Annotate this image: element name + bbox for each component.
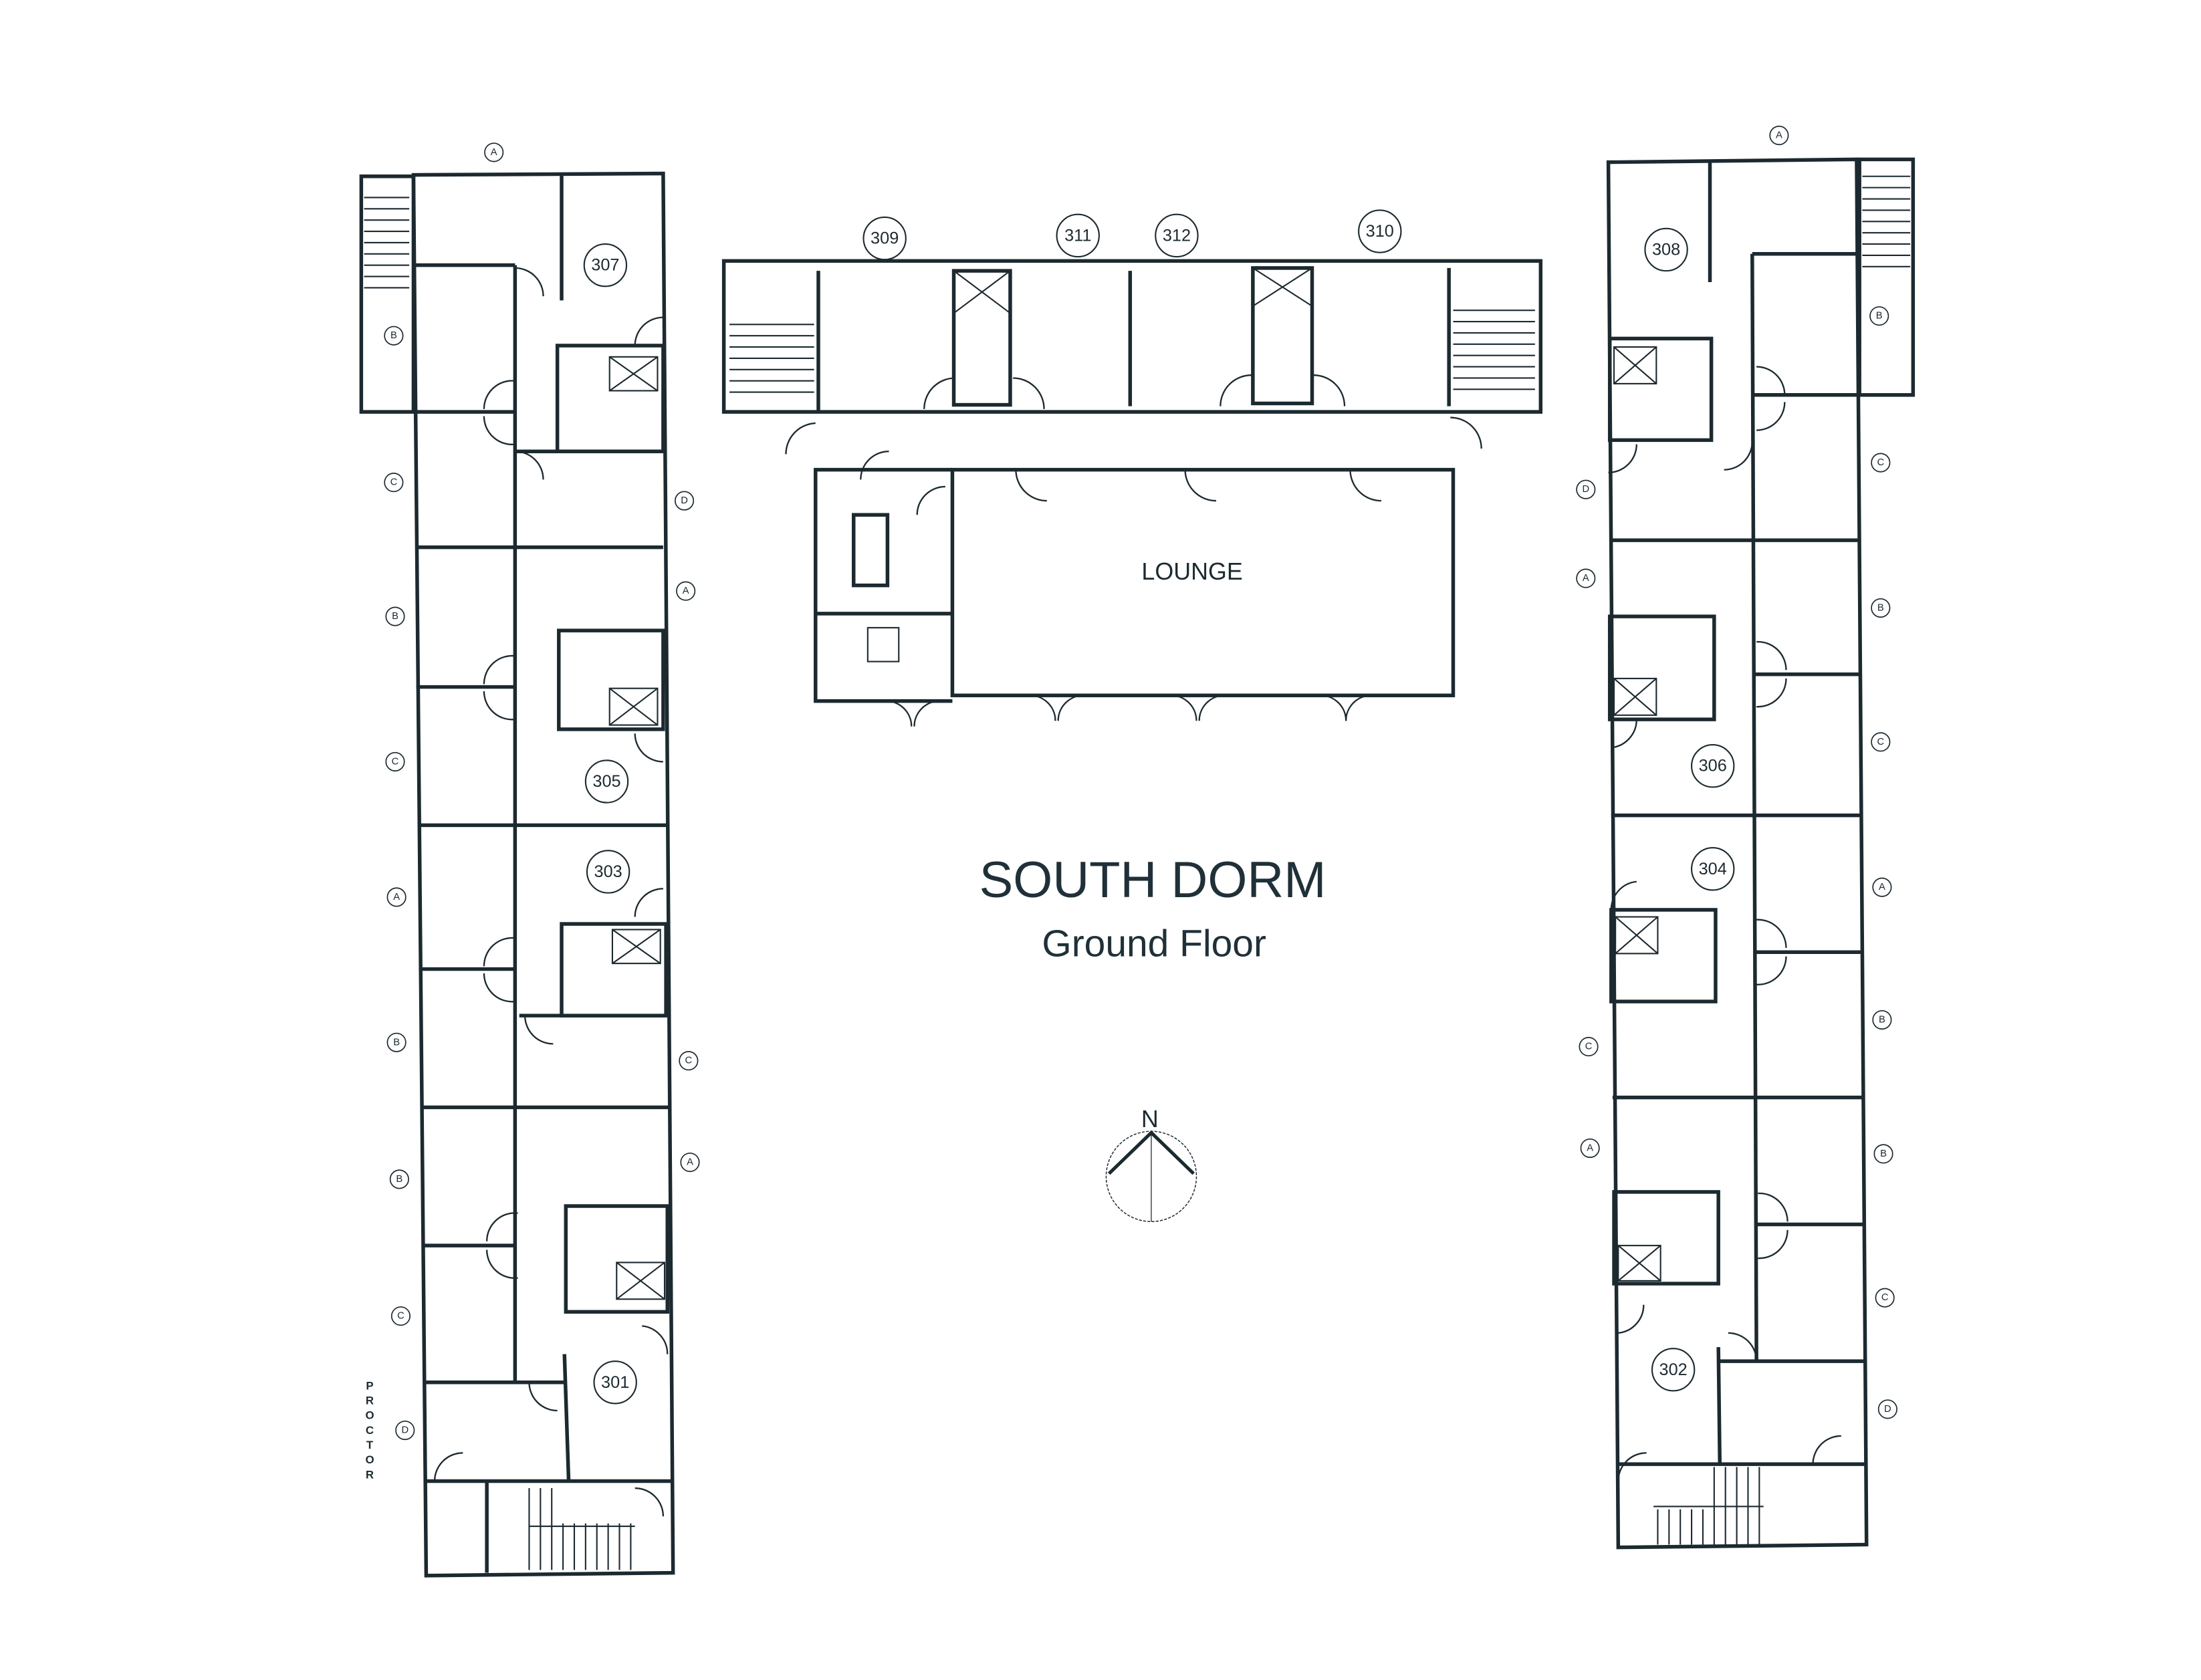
bed-marker: B [389,1169,409,1189]
bed-marker-letter: B [1877,602,1884,613]
lounge-label: LOUNGE [1141,558,1242,585]
bed-marker-letter: A [683,586,689,596]
room-number-text: 303 [594,862,622,881]
plan-subtitle: Ground Floor [1042,923,1266,965]
bed-marker-letter: B [1879,1015,1885,1026]
room-number-text: 305 [592,772,620,791]
bed-marker: C [390,1306,411,1326]
bed-marker: A [386,887,407,907]
bed-marker-letter: D [681,495,688,506]
room-number-311: 311 [1056,213,1100,258]
bed-marker-letter: A [687,1157,693,1168]
north-label: N [1141,1106,1159,1132]
bed-marker: C [1871,732,1891,752]
room-number-309: 309 [862,216,907,261]
bed-marker: A [1576,568,1596,588]
bed-marker: A [1769,126,1789,146]
bed-marker: D [1576,479,1596,499]
bed-marker-letter: B [390,330,397,341]
bed-marker: A [676,581,696,601]
bed-marker: B [1873,1144,1893,1164]
room-number-302: 302 [1651,1348,1696,1392]
plan-title: SOUTH DORM [979,852,1326,909]
bed-marker: D [674,491,695,511]
bed-marker: B [1872,1009,1892,1030]
room-number-308: 308 [1644,227,1688,272]
bed-marker: B [1869,306,1889,326]
bed-marker: C [679,1051,699,1071]
bed-marker-letter: B [393,1037,400,1048]
room-number-text: 310 [1366,222,1394,241]
bed-marker-letter: A [1776,130,1782,141]
room-number-text: 312 [1163,226,1191,245]
bed-marker: B [384,326,404,346]
room-number-text: 311 [1064,226,1091,245]
bed-marker: D [395,1420,415,1441]
bed-marker-letter: B [392,611,398,622]
bed-marker: C [385,751,405,771]
bed-marker-letter: B [1880,1149,1887,1159]
bed-marker-letter: C [1881,1292,1889,1303]
bed-marker: A [680,1153,700,1173]
bed-marker-letter: C [1585,1042,1593,1052]
room-number-310: 310 [1358,209,1402,253]
bed-marker: B [1871,598,1891,618]
room-number-text: 301 [601,1373,629,1392]
bed-marker-letter: D [401,1425,409,1436]
room-number-304: 304 [1691,847,1735,891]
bed-marker-letter: B [1876,311,1883,322]
bed-marker-letter: D [1583,484,1590,495]
bed-marker-letter: D [1884,1404,1891,1415]
bed-marker-letter: A [491,147,497,158]
room-number-text: 302 [1659,1360,1688,1379]
room-number-303: 303 [586,850,630,894]
bed-markers: A B C D A B C A B C A B C D A B C D A B C A B C A B C D [384,126,1897,1441]
bed-marker-letter: C [390,477,398,488]
north-arrow-icon: N [1105,1106,1197,1222]
bed-marker: D [1877,1399,1897,1419]
walls [359,157,1916,1578]
room-number-text: 307 [591,256,619,275]
bed-marker: A [484,142,504,162]
room-number-305: 305 [584,759,629,804]
bed-marker: C [1579,1037,1599,1057]
bed-marker-letter: A [1587,1143,1593,1154]
bed-marker-letter: C [1877,737,1884,747]
room-number-307: 307 [583,243,628,287]
bed-marker-letter: C [397,1311,404,1322]
room-number-text: 308 [1652,240,1680,259]
bed-marker: C [1871,453,1891,473]
bed-marker-letter: C [685,1056,693,1066]
room-number-312: 312 [1155,213,1199,258]
room-number-text: 309 [871,229,899,248]
bed-marker: C [1875,1288,1895,1308]
room-number-301: 301 [593,1360,637,1405]
bed-marker: A [1872,877,1892,897]
bed-marker-letter: A [393,892,400,903]
bed-marker: B [385,606,405,626]
room-number-text: 304 [1699,860,1727,878]
room-numbers: 307 305 303 301 309 311 312 310 308 306 304 302 [583,209,1735,1405]
bed-marker-letter: B [396,1174,402,1185]
bed-marker-letter: C [1877,457,1884,468]
bed-marker-letter: C [392,756,399,767]
room-number-306: 306 [1691,744,1735,788]
bed-marker: B [386,1032,407,1052]
bed-marker: C [384,473,404,493]
bed-marker-letter: A [1879,882,1885,892]
bed-marker: A [1580,1138,1600,1159]
room-number-text: 306 [1699,757,1727,775]
bed-marker-letter: A [1583,573,1589,584]
